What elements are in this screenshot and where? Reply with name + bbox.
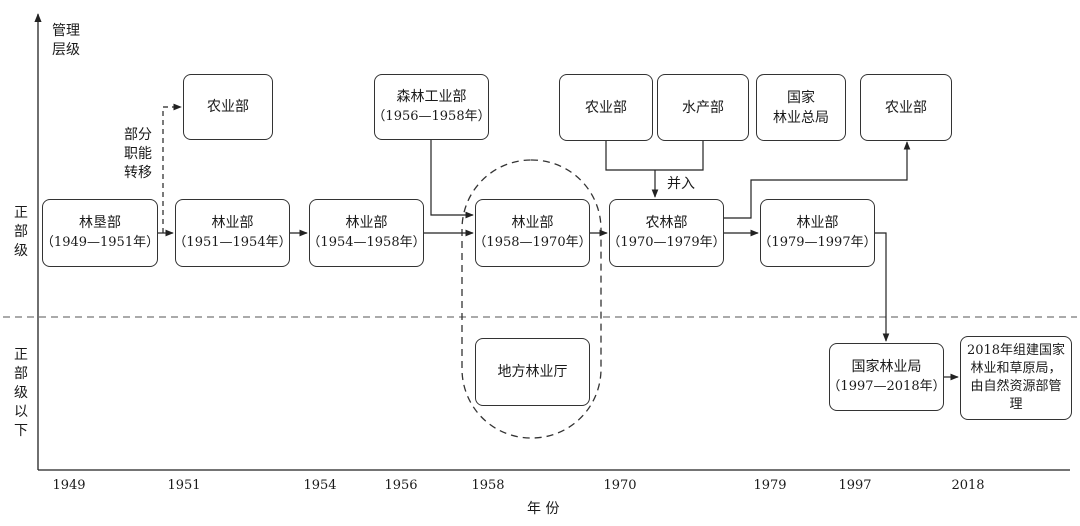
box-name: 林业部 — [345, 215, 388, 231]
box-nongye-1970: 农业部 — [559, 74, 653, 141]
box-name: 地方林业厅 — [497, 364, 568, 380]
box-name: 林业部 — [796, 215, 839, 231]
year-tick: 1997 — [838, 478, 872, 493]
box-period: （1954—1958年） — [307, 235, 426, 250]
year-tick: 1979 — [753, 478, 787, 493]
box-linye-1954: 林业部 （1954—1958年） — [307, 199, 426, 267]
arrow-senlin-linye3 — [430, 140, 474, 219]
box-linken: 林垦部 （1949—1951年） — [40, 199, 160, 267]
box-name: 林垦部 — [79, 215, 121, 231]
box-name: 农林部 — [645, 215, 688, 231]
box-linye-1951: 林业部 （1951—1954年） — [173, 199, 292, 267]
level-below-char: 正 — [14, 347, 28, 363]
box-nongye-1979: 农业部 — [860, 74, 952, 141]
box-period: （1949—1951年） — [40, 235, 160, 250]
y-axis-label-2: 层级 — [52, 42, 80, 58]
year-tick: 1951 — [167, 478, 201, 493]
box-linye-caoyuan-ju: 2018年组建国家林业和草原局，由自然资源部管理 — [960, 336, 1072, 420]
box-period: （1970—1979年） — [607, 235, 726, 250]
merge-capsule — [461, 159, 602, 439]
x-axis-label: 年 份 — [527, 501, 560, 517]
box-name: 农业部 — [885, 99, 927, 116]
level-below-char: 级 — [14, 385, 28, 401]
arrow-linye4-guojia — [875, 232, 890, 342]
box-name: 农业部 — [207, 99, 249, 115]
year-tick: 1956 — [384, 478, 418, 493]
box-period: （1979—1997年） — [758, 235, 877, 250]
level-below-char: 以 — [14, 404, 28, 420]
box-nonglin: 农林部 （1970—1979年） — [607, 199, 726, 267]
year-tick: 1958 — [471, 478, 505, 493]
transfer-line: 职能 — [124, 146, 152, 162]
box-name: 森林工业部 — [396, 89, 467, 105]
box-name: 农业部 — [585, 99, 627, 116]
transfer-line: 部分 — [124, 127, 152, 143]
box-period: （1951—1954年） — [173, 235, 292, 250]
level-below-label: 正 部 级 以 下 — [12, 346, 30, 441]
year-tick: 1970 — [603, 478, 637, 493]
box-linye-1958: 林业部 （1958—1970年） — [473, 199, 592, 267]
box-linye-1979: 林业部 （1979—1997年） — [758, 199, 877, 267]
arrow-transfer — [162, 103, 182, 233]
box-period: （1958—1970年） — [473, 235, 592, 250]
level-below-char: 部 — [14, 366, 28, 382]
box-line: 国家 — [787, 89, 815, 106]
year-tick: 1954 — [303, 478, 337, 493]
box-name: 水产部 — [682, 99, 724, 116]
box-line: 林业总局 — [773, 109, 829, 126]
box-difang-linyeting: 地方林业厅 — [475, 338, 590, 406]
box-name: 林业部 — [511, 215, 554, 231]
box-text: 2018年组建国家林业和草原局，由自然资源部管理 — [966, 343, 1066, 412]
box-senlin-gongye: 森林工业部 （1956—1958年） — [372, 74, 491, 140]
box-name: 林业部 — [211, 215, 254, 231]
box-period: （1956—1958年） — [372, 109, 491, 124]
merge-annotation: 并入 — [667, 176, 695, 192]
box-nongye-1951: 农业部 — [183, 74, 273, 140]
level-below-char: 下 — [14, 423, 28, 439]
box-guojia-linyeju: 国家林业局 （1997—2018年） — [827, 343, 946, 411]
level-ministry-char: 级 — [14, 243, 28, 259]
transfer-line: 转移 — [124, 165, 152, 181]
year-tick: 2018 — [951, 478, 985, 493]
level-ministry-label: 正 部 级 — [12, 204, 30, 261]
box-name: 国家林业局 — [851, 359, 922, 375]
level-ministry-char: 部 — [14, 224, 28, 240]
box-shuichan: 水产部 — [657, 74, 749, 141]
box-period: （1997—2018年） — [827, 379, 946, 394]
level-ministry-char: 正 — [14, 205, 28, 221]
transfer-annotation: 部分 职能 转移 — [124, 126, 152, 183]
box-guojia-linye-zongju: 国家 林业总局 — [756, 74, 846, 141]
arrow-nonglin-nongye3 — [724, 141, 911, 219]
merge-line — [605, 141, 704, 171]
y-axis-label-1: 管理 — [52, 23, 80, 39]
year-tick: 1949 — [52, 478, 86, 493]
